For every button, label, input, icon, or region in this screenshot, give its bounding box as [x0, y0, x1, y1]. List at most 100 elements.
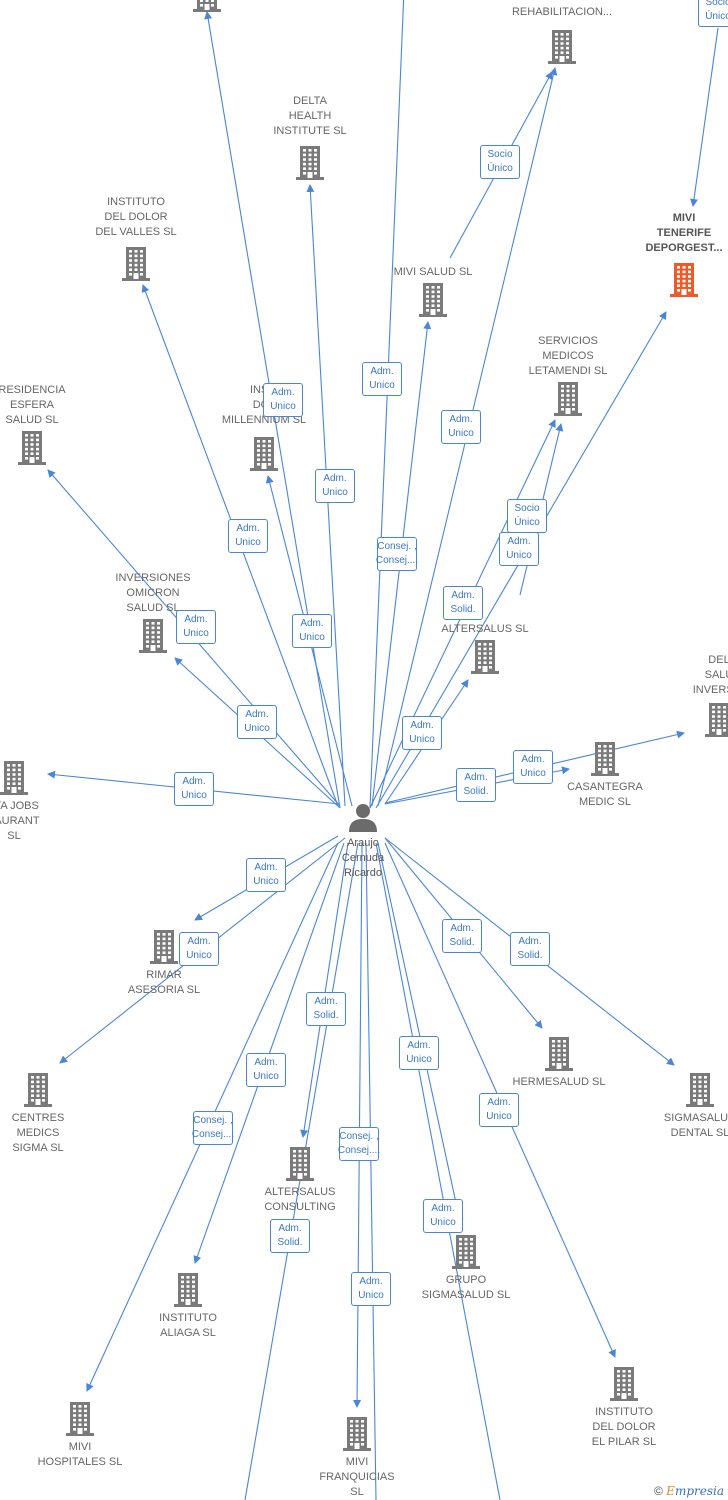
building-icon	[545, 1037, 573, 1071]
company-node-mivi_franquicias[interactable]	[343, 1415, 371, 1456]
company-node-top_left_cut[interactable]	[193, 0, 221, 17]
company-node-rehab[interactable]	[548, 28, 576, 69]
company-label[interactable]: INVERSIONES OMICRON SALUD SL	[115, 572, 191, 614]
building-icon	[122, 247, 150, 281]
building-icon	[548, 30, 576, 64]
building-icon	[66, 1402, 94, 1436]
company-node-casantegra[interactable]	[591, 740, 619, 781]
company-label[interactable]: SERVICIOS MEDICOS LETAMENDI SL	[528, 335, 608, 377]
edge-role-badge: Adm. Unico	[176, 610, 216, 644]
edge-role-badge: Adm. Unico	[362, 362, 402, 396]
company-label[interactable]: MIVI SALUD SL	[393, 266, 473, 278]
company-node-sigmasalud_dental[interactable]	[686, 1071, 714, 1112]
company-node-altersalus_consulting[interactable]	[286, 1145, 314, 1186]
company-node-inst_aliaga[interactable]	[174, 1271, 202, 1312]
building-icon	[139, 619, 167, 653]
edge-role-badge: Adm. Unico	[174, 772, 214, 806]
building-icon	[18, 431, 46, 465]
company-label[interactable]: MIVI TENERIFE DEPORGEST...	[645, 212, 723, 254]
company-node-inst_dolor_pilar[interactable]	[610, 1365, 638, 1406]
company-node-hermesalud[interactable]	[545, 1035, 573, 1076]
company-label[interactable]: DEL SALU INVERSIO	[692, 654, 728, 696]
building-icon	[296, 146, 324, 180]
company-node-servicios_medicos[interactable]	[554, 380, 582, 421]
edge-line	[377, 842, 464, 1227]
edge-role-badge: Adm. Unico	[228, 519, 268, 553]
edge-role-badge: Adm. Unico	[292, 614, 332, 648]
building-icon	[554, 382, 582, 416]
edge-role-badge: Adm. Solid.	[510, 932, 550, 966]
building-icon	[343, 1417, 371, 1451]
brand-e: E	[666, 1484, 675, 1498]
company-label[interactable]: GRUPO SIGMASALUD SL	[421, 1274, 511, 1301]
building-icon	[705, 703, 728, 737]
company-label[interactable]: CENTRES MEDICS SIGMA SL	[11, 1112, 65, 1154]
company-label[interactable]: ALTERSALUS CONSULTING	[264, 1186, 336, 1213]
company-label[interactable]: DELTA HEALTH INSTITUTE SL	[273, 95, 347, 137]
person-icon	[349, 804, 377, 832]
company-label[interactable]: INSTITUTO ALIAGA SL	[159, 1312, 217, 1339]
company-node-delta_salud_inv[interactable]	[705, 701, 728, 742]
building-icon	[686, 1073, 714, 1107]
company-node-centres_medics[interactable]	[24, 1071, 52, 1112]
company-node-inversiones_omicron[interactable]	[139, 617, 167, 658]
company-node-grupo_sigmasalud[interactable]	[452, 1233, 480, 1274]
person-node[interactable]	[348, 802, 378, 837]
edge-role-badge: Adm. Solid.	[456, 768, 496, 802]
edge-line	[353, 842, 363, 1408]
company-label[interactable]: RESIDENCIA ESFERA SALUD SL	[0, 384, 66, 426]
company-node-delta_health[interactable]	[296, 144, 324, 185]
edge-line	[690, 27, 719, 207]
company-label[interactable]: INSTITUTO DEL DOLOR DEL VALLES SL	[95, 196, 177, 238]
footer-brand: © Empresia	[654, 1484, 724, 1498]
edge-role-badge: Socio Único	[507, 499, 547, 533]
building-icon	[591, 742, 619, 776]
edge-role-badge: Adm. Unico	[402, 716, 442, 750]
edge-role-badge: Adm. Unico	[423, 1199, 463, 1233]
company-label[interactable]: INSTITUTO DEL DOLOR EL PILAR SL	[591, 1406, 657, 1448]
company-label[interactable]: CASANTEGRA MEDIC SL	[567, 781, 643, 808]
building-icon	[0, 761, 28, 795]
company-node-mivi_tenerife[interactable]	[670, 261, 698, 302]
company-label[interactable]: MIVI HOSPITALES SL	[37, 1441, 123, 1468]
edge-role-badge: Adm. Unico	[441, 410, 481, 444]
edge-role-badge: Consej. , Consej....	[338, 1127, 380, 1161]
building-icon	[452, 1235, 480, 1269]
company-label[interactable]: MIVI FRANQUICIAS SL	[319, 1456, 395, 1498]
edge-role-badge: Adm. Unico	[399, 1036, 439, 1070]
building-icon	[471, 640, 499, 674]
company-node-rimar[interactable]	[150, 928, 178, 969]
company-node-inst_millennium[interactable]	[250, 435, 278, 476]
person-label[interactable]: Araujo Cernuda Ricardo	[341, 837, 385, 879]
company-label[interactable]: Y REHABILITACION...	[511, 0, 613, 18]
company-label[interactable]: SIGMASALUD DENTAL SL	[663, 1112, 728, 1139]
company-node-mivi_hospitales[interactable]	[66, 1400, 94, 1441]
company-label[interactable]: HERMESALUD SL	[512, 1076, 606, 1088]
company-label[interactable]: ALTERSALUS SL	[441, 623, 529, 635]
company-node-inst_dolor_valles[interactable]	[122, 245, 150, 286]
building-icon	[610, 1367, 638, 1401]
edge-role-badge: Adm. Solid.	[270, 1219, 310, 1253]
company-label[interactable]: RIMAR ASESORIA SL	[127, 969, 201, 996]
company-node-delta_jobs[interactable]	[0, 759, 28, 800]
company-node-altersalus[interactable]	[471, 638, 499, 679]
edge-role-badge: Adm. Unico	[479, 1093, 519, 1127]
company-label[interactable]: LTA JOBS TAURANT SL	[0, 800, 40, 842]
building-icon	[174, 1273, 202, 1307]
building-icon	[419, 283, 447, 317]
company-node-residencia[interactable]	[18, 429, 46, 470]
edge-line	[375, 842, 501, 1500]
building-icon	[193, 0, 221, 12]
building-icon	[250, 437, 278, 471]
edge-role-badge: Adm. Unico	[315, 469, 355, 503]
edge-line	[365, 842, 377, 1500]
company-node-mivi_salud[interactable]	[419, 281, 447, 322]
edge-role-badge: Adm. Solid.	[442, 919, 482, 953]
edge-role-badge: Adm. Unico	[263, 383, 303, 417]
building-icon	[24, 1073, 52, 1107]
brand-name: mpresia	[674, 1484, 724, 1498]
copyright-icon: ©	[653, 1484, 663, 1498]
edge-line	[300, 842, 349, 1138]
edge-role-badge: Adm. Unico	[351, 1272, 391, 1306]
